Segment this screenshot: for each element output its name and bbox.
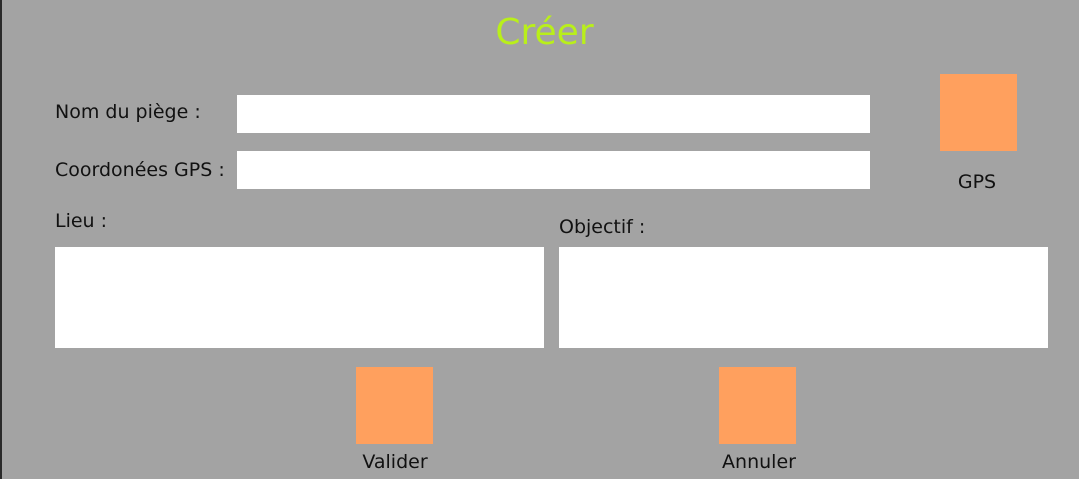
gps-button[interactable] [940,74,1017,151]
cancel-button-label: Annuler [722,451,796,473]
objective-label: Objectif : [559,216,646,238]
trap-name-input[interactable] [237,95,870,133]
place-label: Lieu : [55,210,108,232]
place-textarea[interactable] [55,247,544,348]
page-title: Créer [495,12,594,53]
trap-name-label: Nom du piège : [55,101,201,123]
window-left-border [0,0,2,479]
gps-button-label: GPS [957,171,997,193]
objective-textarea[interactable] [559,247,1048,348]
gps-coordinates-input[interactable] [237,151,870,189]
validate-button-label: Valider [362,451,428,473]
validate-button[interactable] [356,367,433,444]
gps-coordinates-label: Coordonées GPS : [55,159,225,181]
cancel-button[interactable] [719,367,796,444]
